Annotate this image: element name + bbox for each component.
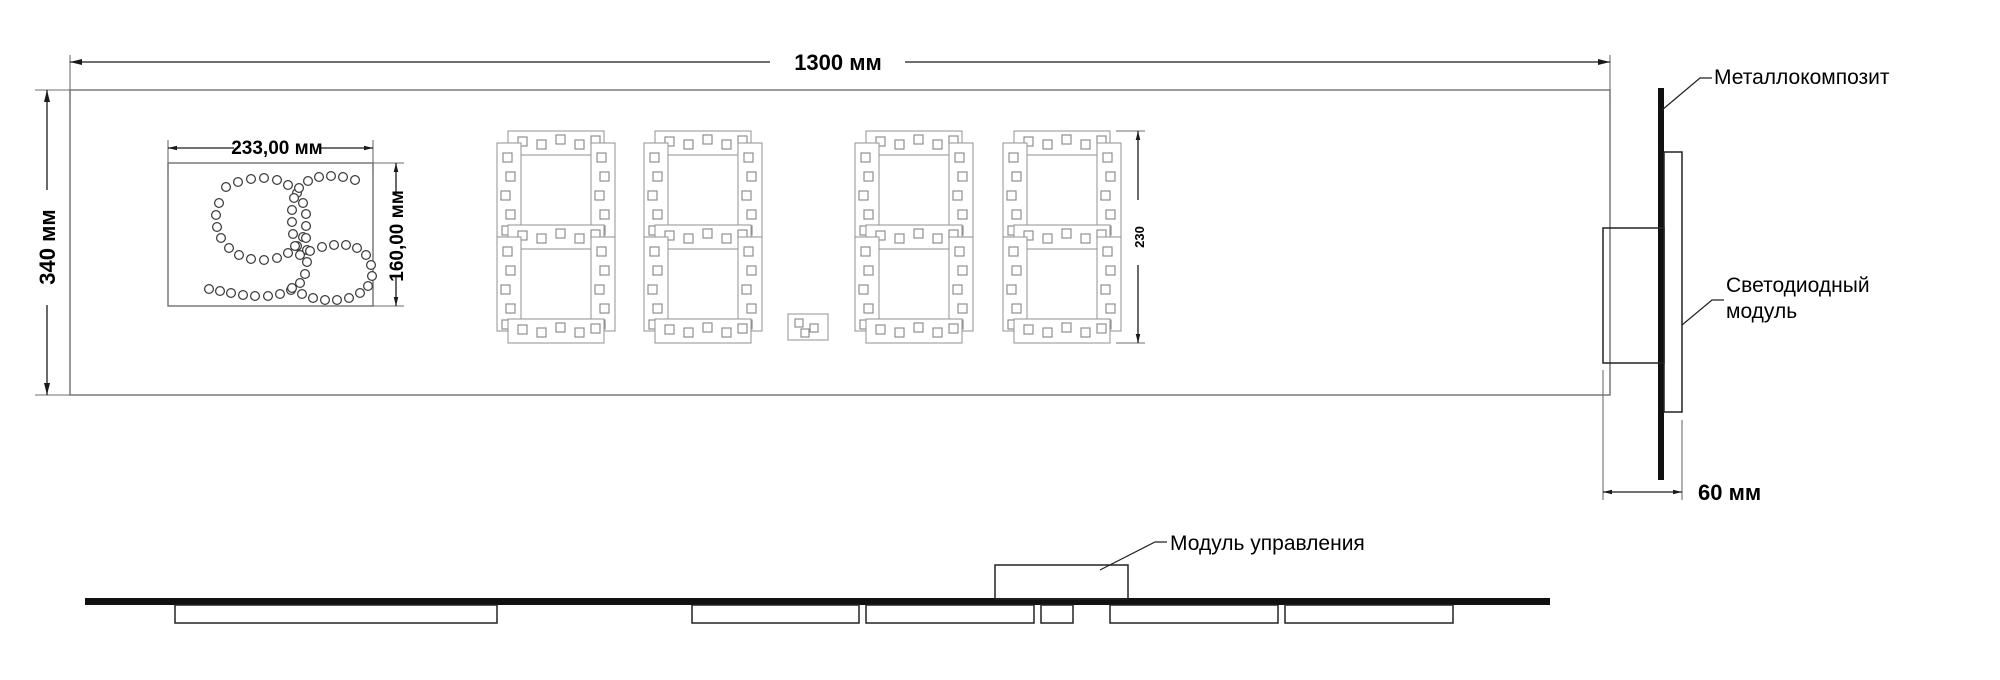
seven-segment-digit-2 (643, 130, 763, 344)
metal-composite-sheet (1658, 88, 1664, 480)
led-module-profile (1663, 151, 1683, 413)
led-module-label-line1: Светодиодный (1726, 274, 1870, 297)
led-digit-nine (203, 172, 313, 302)
overall-height-dimension: 340 мм (35, 89, 80, 396)
back-enclosure (1602, 227, 1665, 364)
front-panel-outline (69, 89, 1611, 396)
decimal-point-module (787, 313, 829, 341)
module-footprint-5 (1109, 604, 1279, 624)
top-view-section (85, 564, 1550, 624)
led-digit-five (286, 170, 378, 306)
overall-width-dimension: 1300 мм (69, 50, 1611, 105)
overall-height-label: 340 мм (35, 209, 60, 284)
digit-block-width-dimension: 233,00 мм (167, 138, 374, 172)
digit-block-height-label: 160,00 мм (387, 190, 408, 282)
segment-digit-height-label: 230 (1132, 226, 1147, 248)
digit-block-height-dimension: 160,00 мм (368, 162, 408, 307)
led-module-label-line2: модуль (1726, 300, 1797, 323)
metal-composite-callout: Металлокомпозит (1661, 66, 1890, 111)
seven-segment-digit-3 (854, 130, 974, 344)
module-footprint-2 (691, 604, 860, 624)
seven-segment-digit-4 (1002, 130, 1122, 344)
control-module-box (994, 564, 1129, 600)
module-footprint-1 (174, 604, 498, 624)
depth-label: 60 мм (1698, 480, 1761, 505)
segment-digit-height-dimension: 230 (1116, 130, 1147, 344)
depth-dimension: 60 мм (1602, 370, 1761, 505)
digit-block-width-label: 233,00 мм (231, 138, 323, 159)
side-view (1602, 88, 1683, 480)
control-module-callout: Модуль управления (1099, 532, 1365, 571)
seven-segment-digit-1 (496, 130, 616, 344)
metal-composite-label: Металлокомпозит (1714, 66, 1890, 89)
module-footprint-4 (1040, 604, 1074, 624)
module-footprint-6 (1284, 604, 1454, 624)
overall-width-label: 1300 мм (794, 50, 882, 75)
control-module-label: Модуль управления (1170, 532, 1365, 555)
led-module-callout: Светодиодный модуль (1681, 274, 1870, 326)
module-footprint-3 (865, 604, 1035, 624)
led-dot-digit-block (167, 162, 378, 307)
backing-plate (85, 598, 1550, 605)
